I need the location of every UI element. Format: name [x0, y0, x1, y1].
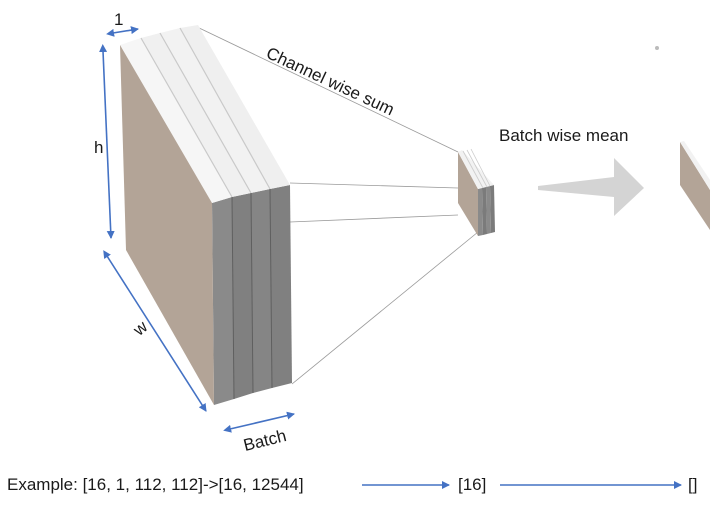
- batch-mean-arrow: [538, 158, 644, 216]
- layer-4-side: [270, 185, 292, 388]
- h-arrow: [99, 44, 115, 239]
- dot: [655, 46, 659, 50]
- layer-3-side: [251, 189, 272, 393]
- w-arrow: [103, 250, 207, 412]
- label-batch-wise-mean: Batch wise mean: [499, 126, 628, 145]
- layer-1-side: [212, 197, 234, 405]
- dimension-arrows: [99, 26, 295, 433]
- layer-2-side: [232, 193, 253, 399]
- example-shape-sum: [16]: [458, 475, 486, 494]
- layer-3-top: [160, 28, 270, 193]
- summed-stack: [458, 148, 495, 236]
- label-1: 1: [114, 10, 123, 29]
- mean-map: [680, 141, 710, 230]
- batch-arrow: [223, 411, 295, 433]
- example-shape-mean: []: [688, 475, 697, 494]
- feature-map-stack: [120, 25, 292, 405]
- layer-2-top: [141, 33, 251, 197]
- projection-lines: [194, 25, 479, 385]
- example-shape-input: Example: [16, 1, 112, 112]->[16, 12544]: [7, 475, 304, 494]
- label-h: h: [94, 138, 103, 157]
- layer-1-top: [120, 38, 232, 203]
- label-batch: Batch: [241, 426, 288, 455]
- width-1-arrow: [106, 26, 139, 37]
- layer-4-top: [180, 25, 290, 189]
- label-channel-wise-sum: Channel wise sum: [263, 43, 397, 119]
